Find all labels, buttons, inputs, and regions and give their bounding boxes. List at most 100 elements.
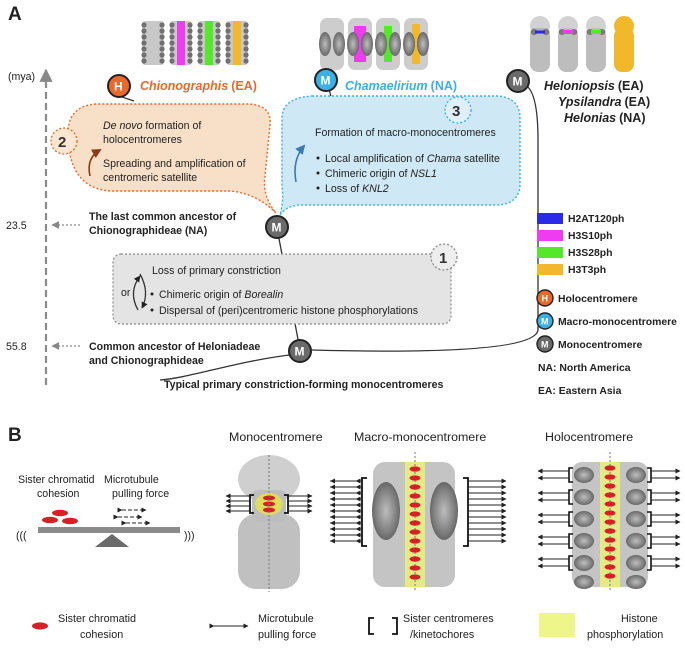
bullet: [150, 292, 154, 296]
panel-b-label: B: [8, 425, 22, 446]
bubble2-line4: centromeric satellite: [103, 172, 197, 184]
mono-chromosome: [225, 455, 313, 592]
node-mono: M: [506, 69, 530, 93]
legendB-kine-1: Sister centromeres: [403, 613, 494, 625]
legend-swatch-h3s10ph: [537, 230, 563, 241]
axis-unit: (mya): [8, 71, 35, 83]
genus-chamaelirium: Chamaelirium(NA): [345, 79, 457, 93]
node-mono-letter: M: [513, 75, 523, 89]
legend-label-h3s10ph: H3S10ph: [568, 231, 612, 242]
pull-label-2: pulling force: [112, 488, 169, 500]
bubble2-line3: Spreading and amplification of: [103, 158, 246, 170]
box1-b1: Chimeric origin of Borealin: [159, 289, 283, 301]
bubble3-title: Formation of macro-monocentromeres: [315, 127, 496, 139]
ancestor2-line2: and Chionographideae: [89, 355, 204, 367]
legendB-histone-1: Histone: [621, 613, 658, 625]
cohesion-label-1: Sister chromatid: [18, 474, 95, 486]
box1-title: Loss of primary constriction: [152, 265, 281, 277]
legend-holo: Holocentromere: [558, 294, 638, 305]
ancestor1-line1: The last common ancestor of: [89, 211, 237, 223]
bullet: [316, 171, 320, 175]
legendB-cohesion-2: cohesion: [80, 629, 123, 641]
legend-macro: Macro-monocentromere: [558, 317, 677, 328]
title-macro-monocentromere: Macro-monocentromere: [354, 430, 486, 444]
legend-holo-letter: H: [542, 294, 549, 304]
step-3-number: 3: [452, 103, 460, 120]
legend-mono-letter: M: [541, 340, 549, 350]
box1-arrow-down: [139, 273, 148, 309]
bullet: [316, 186, 320, 190]
panel-a-label: A: [8, 4, 22, 25]
genus-helonias: Helonias(NA): [564, 111, 646, 125]
legendB-kine-2: /kinetochores: [410, 629, 475, 641]
ancestor2-line1: Common ancestor of Heloniadeae: [89, 341, 260, 353]
node-ancestor-1: M: [265, 215, 289, 239]
legend-b: Sister chromatid cohesion Microtubule pu…: [32, 613, 663, 641]
legend-swatch-h3s28ph: [537, 247, 563, 258]
step-2-number: 2: [58, 134, 66, 151]
box-1: [112, 253, 452, 325]
bubble-2: [67, 103, 277, 214]
bubble2-line1: De novo formation of: [103, 120, 201, 132]
base-label: Typical primary constriction-forming mon…: [164, 379, 444, 391]
legendB-cohesion-1: Sister chromatid: [58, 613, 136, 625]
legend-label-h3s28ph: H3S28ph: [568, 248, 612, 259]
bullet: [150, 308, 154, 312]
pull-label-1: Microtubule: [104, 474, 159, 486]
title-holocentromere: Holocentromere: [545, 430, 633, 444]
ancestor1-line2: Chionographideae (NA): [89, 225, 207, 237]
holo-chromosome: [537, 452, 681, 592]
legend-kine-icon-left: [368, 617, 374, 635]
legend-cohesion-icon: [32, 622, 48, 630]
legend-ea: EA: Eastern Asia: [538, 386, 622, 397]
bubble2-line2: holocentromeres: [103, 134, 182, 146]
chamae-chromosomes: [319, 18, 429, 70]
legend-mono: Monocentromere: [558, 340, 643, 351]
axis-tick-23: 23.5: [6, 220, 27, 232]
bullet: [316, 156, 320, 160]
mono-chromosomes: [530, 16, 634, 72]
step-3-badge: [444, 96, 472, 124]
balance-seesaw: Sister chromatid cohesion Microtubule pu…: [16, 474, 195, 547]
node-anc2-letter: M: [295, 345, 305, 359]
genus-ypsilandra: Ypsilandra(EA): [558, 95, 650, 109]
box1-or: or: [121, 287, 131, 299]
bubble2-arrow: [88, 149, 102, 177]
step-2-badge: [50, 127, 78, 155]
box1-b2: Dispersal of (peri)centromeric histone p…: [159, 305, 418, 317]
bubble3-b1: Local amplification of Chama satellite: [325, 153, 500, 165]
title-monocentromere: Monocentromere: [229, 430, 323, 444]
legend-swatch-h2at120ph: [537, 213, 563, 224]
legend-a: H2AT120ph H3S10ph H3S28ph H3T3ph H Holoc…: [536, 213, 677, 397]
legend-histone-icon: [539, 613, 575, 637]
node-macro: M: [314, 68, 338, 92]
genus-chionographis: Chionographis(EA): [140, 79, 257, 93]
legend-label-h2at120ph: H2AT120ph: [568, 214, 624, 225]
bubble3-b2: Chimeric origin of NSL1: [325, 168, 437, 180]
node-ancestor-2: M: [288, 339, 312, 363]
node-anc1-letter: M: [272, 221, 282, 235]
legend-macro-letter: M: [541, 317, 549, 327]
left-paren: (((: [16, 530, 27, 542]
step-1-badge: [430, 243, 458, 271]
box1-arrow-up: [132, 275, 141, 311]
legend-label-h3t3ph: H3T3ph: [568, 265, 606, 276]
bubble-3: [279, 95, 521, 216]
axis-tick-55: 55.8: [6, 341, 27, 353]
legend-holo-icon: [536, 289, 554, 307]
chiono-chromosomes: [141, 21, 249, 65]
cohesion-label-2: cohesion: [37, 488, 80, 500]
node-holo-letter: H: [114, 80, 123, 94]
legend-mono-icon: [536, 335, 554, 353]
legend-na: NA: North America: [538, 363, 631, 374]
legendB-histone-2: phosphorylation: [587, 629, 663, 641]
legend-kine-icon-right: [392, 617, 398, 635]
node-macro-letter: M: [321, 74, 331, 88]
legendB-pull-2: pulling force: [258, 629, 316, 641]
node-holo: H: [107, 74, 131, 98]
legend-macro-icon: [536, 312, 554, 330]
legend-swatch-h3t3ph: [537, 264, 563, 275]
bubble3-arrow: [294, 144, 306, 183]
legendB-pull-1: Microtubule: [258, 613, 314, 625]
